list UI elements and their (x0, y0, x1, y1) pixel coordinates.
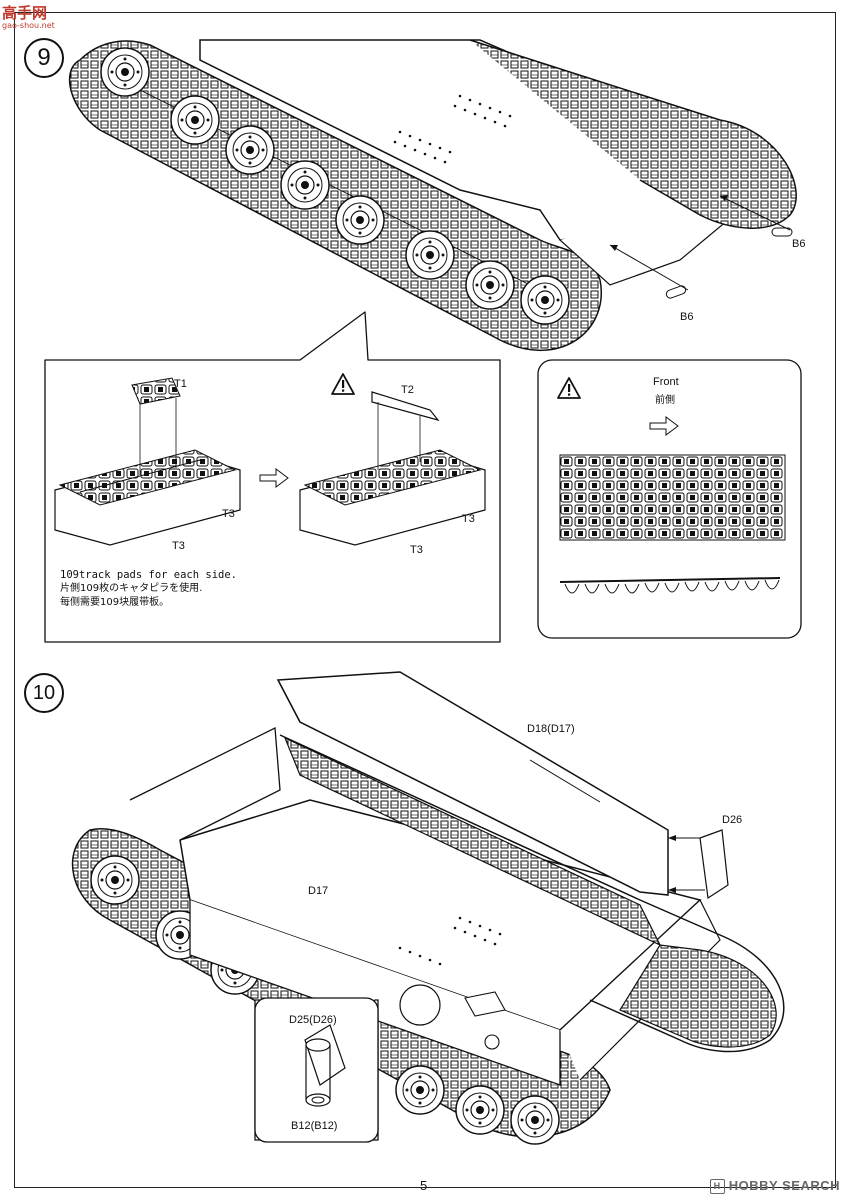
track-pattern-side-view (559, 577, 781, 594)
label-front-zh: 前側 (655, 395, 675, 406)
watermark-chars: 高手网 (2, 4, 48, 22)
label-t3-b: T3 (172, 540, 185, 552)
label-d26: D26 (722, 814, 743, 826)
warning-icon (557, 377, 581, 399)
pin-part-detail (304, 1024, 346, 1107)
track-assembly-before (54, 377, 241, 546)
label-b12: B12(B12) (291, 1120, 338, 1132)
step-number-10: 10 (24, 673, 64, 713)
label-d25: D25(D26) (289, 1014, 337, 1026)
label-front-en: Front (653, 376, 679, 388)
label-b6-right: B6 (792, 238, 806, 250)
note-block: 109track pads for each side. 片側109枚のキャタピ… (60, 568, 237, 610)
step10-hull-illustration (71, 671, 785, 1145)
note-english: 109track pads for each side. (60, 569, 238, 581)
page-number: 5 (420, 1178, 428, 1193)
label-t3-d: T3 (410, 544, 423, 556)
watermark-h-icon: H (709, 1179, 725, 1194)
page-frame (14, 12, 836, 1188)
note-japanese: 片側109枚のキャタピラを使用. (60, 583, 203, 594)
track-assembly-after (299, 391, 486, 546)
label-t2: T2 (401, 384, 414, 396)
label-t1: T1 (174, 378, 187, 390)
arrow-right-icon (649, 416, 679, 436)
watermark-hobbysearch: H HOBBY SEARCH (709, 1178, 840, 1194)
label-t3-a: T3 (222, 508, 235, 520)
watermark-url: gao-shou.net (2, 21, 55, 30)
step9-hull-illustration (69, 39, 797, 351)
warning-icon (331, 373, 355, 395)
label-d18: D18(D17) (527, 723, 575, 735)
label-t3-c: T3 (462, 513, 475, 525)
note-chinese: 每侧需要109块履带板。 (60, 597, 170, 608)
step-number-9: 9 (24, 38, 64, 78)
label-d17: D17 (308, 885, 329, 897)
watermark-logo: 高手网 gao-shou.net (2, 2, 55, 30)
track-pattern-top-view (559, 454, 786, 541)
arrow-right-icon (259, 468, 289, 488)
label-b6-left: B6 (680, 311, 694, 323)
